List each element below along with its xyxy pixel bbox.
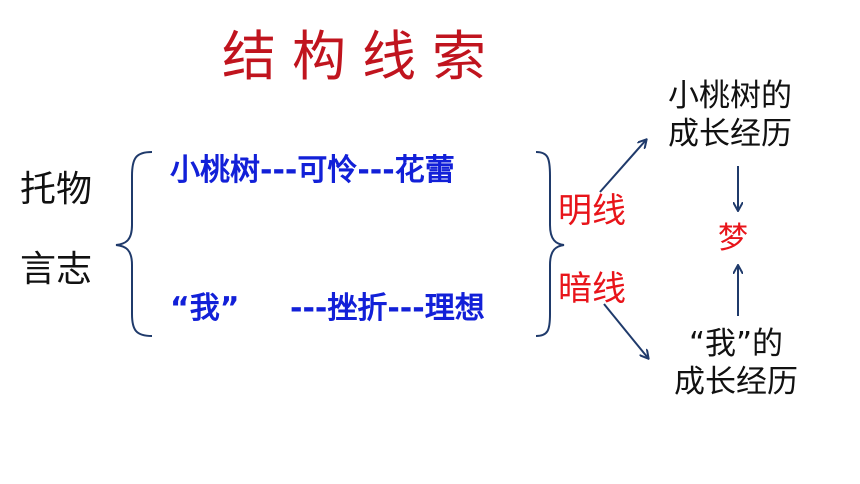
peach-tree-growth-line1: 小桃树的: [668, 78, 792, 114]
peach-tree-growth: 小桃树的 成长经历: [650, 78, 810, 154]
page-title: 结构线索: [222, 25, 502, 88]
dream-label: 梦: [718, 221, 748, 256]
left-brace: [115, 151, 153, 337]
explicit-thread-label: 明线: [558, 191, 626, 231]
left-label-top: 托物: [20, 169, 93, 210]
implicit-thread-label: 暗线: [558, 269, 626, 309]
explicit-line-text: 小桃树---可怜---花蕾: [170, 153, 455, 188]
my-growth: “我”的 成长经历: [656, 326, 816, 402]
implicit-arrow: [603, 303, 648, 358]
implicit-line-quote: “我”: [170, 291, 240, 326]
left-label-bottom: 言志: [20, 249, 93, 290]
right-brace: [535, 151, 565, 337]
my-growth-line1: “我”的: [688, 326, 784, 362]
implicit-line-text: ---挫折---理想: [290, 291, 485, 326]
peach-tree-growth-line2: 成长经历: [668, 115, 792, 152]
explicit-arrow: [599, 140, 646, 193]
my-growth-line2: 成长经历: [674, 363, 798, 400]
